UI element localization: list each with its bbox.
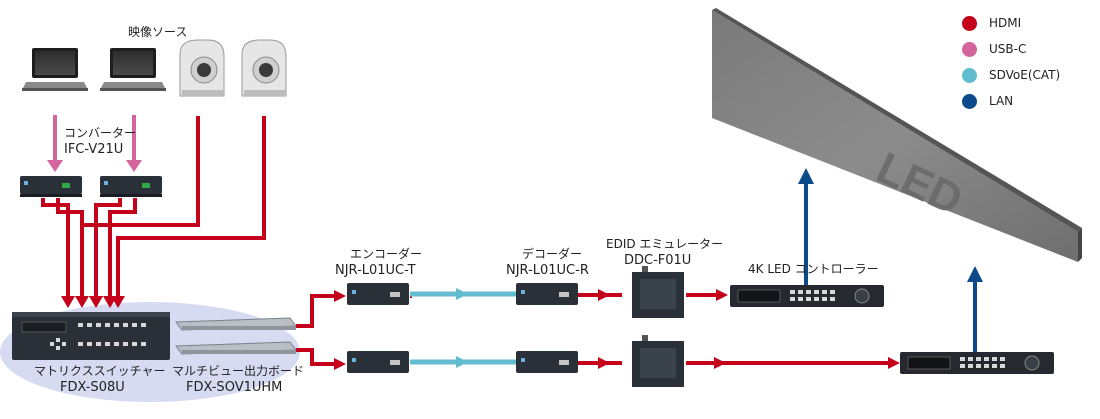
laptop-icon: [100, 48, 166, 91]
matrix-name-label: マトリクススイッチャー: [34, 364, 166, 378]
converter-model-label: IFC-V21U: [64, 142, 124, 157]
decoder-device: [516, 283, 578, 373]
decoder-name-label: デコーダー: [522, 247, 583, 261]
legend-label: HDMI: [989, 16, 1022, 30]
matrix-model-label: FDX-S08U: [60, 380, 125, 395]
edid-emulator-device: [632, 266, 684, 387]
encoder-device: [347, 283, 409, 373]
sdvoe-arrowheads: [456, 288, 468, 368]
hdmi-arrowheads: [334, 290, 346, 370]
encoder-name-label: エンコーダー: [350, 247, 423, 261]
ptz-camera-icon: [241, 39, 287, 97]
ptz-camera-icon: [179, 39, 225, 97]
legend: HDMI USB-C SDVoE(CAT) LAN: [962, 10, 1060, 114]
lan-cable: [798, 168, 983, 352]
legend-item-sdvoe: SDVoE(CAT): [962, 62, 1060, 88]
decoder-model-label: NJR-L01UC-R: [506, 263, 589, 278]
sdvoe-color-swatch: [962, 67, 977, 83]
edid-name-label: EDID エミュレーター: [606, 237, 724, 251]
multiview-board: [175, 317, 297, 355]
video-source-label: 映像ソース: [128, 25, 188, 39]
hdmi-cable: [41, 116, 266, 298]
usbc-cable: [47, 115, 142, 172]
hdmi-cable: [578, 293, 622, 365]
led-controller-device: [730, 285, 884, 307]
hdmi-arrowheads: [714, 289, 900, 369]
led-controller-device: [900, 352, 1054, 374]
converter-device: [20, 176, 82, 197]
multiview-model-label: FDX-SOV1UHM: [186, 380, 283, 395]
edid-model-label: DDC-F01U: [624, 253, 692, 268]
converter-name-label: コンバーター: [64, 126, 137, 140]
legend-label: LAN: [989, 94, 1014, 108]
sdvoe-cable: [410, 291, 516, 365]
hdmi-arrowheads: [61, 296, 125, 308]
legend-item-usbc: USB-C: [962, 36, 1060, 62]
encoder-model-label: NJR-L01UC-T: [335, 263, 416, 278]
multiview-name-label: マルチビュー出力ボード: [172, 364, 305, 378]
converter-device: [100, 176, 162, 197]
hdmi-arrowheads: [598, 289, 610, 369]
laptop-icon: [22, 48, 88, 91]
usbc-color-swatch: [962, 41, 977, 57]
hdmi-color-swatch: [962, 15, 977, 31]
legend-label: USB-C: [989, 42, 1027, 56]
matrix-switcher-device: [12, 312, 170, 360]
legend-label: SDVoE(CAT): [989, 68, 1061, 82]
lan-color-swatch: [962, 93, 977, 109]
legend-item-hdmi: HDMI: [962, 10, 1060, 36]
led-controller-label: 4K LED コントローラー: [748, 262, 879, 276]
legend-item-lan: LAN: [962, 88, 1060, 114]
